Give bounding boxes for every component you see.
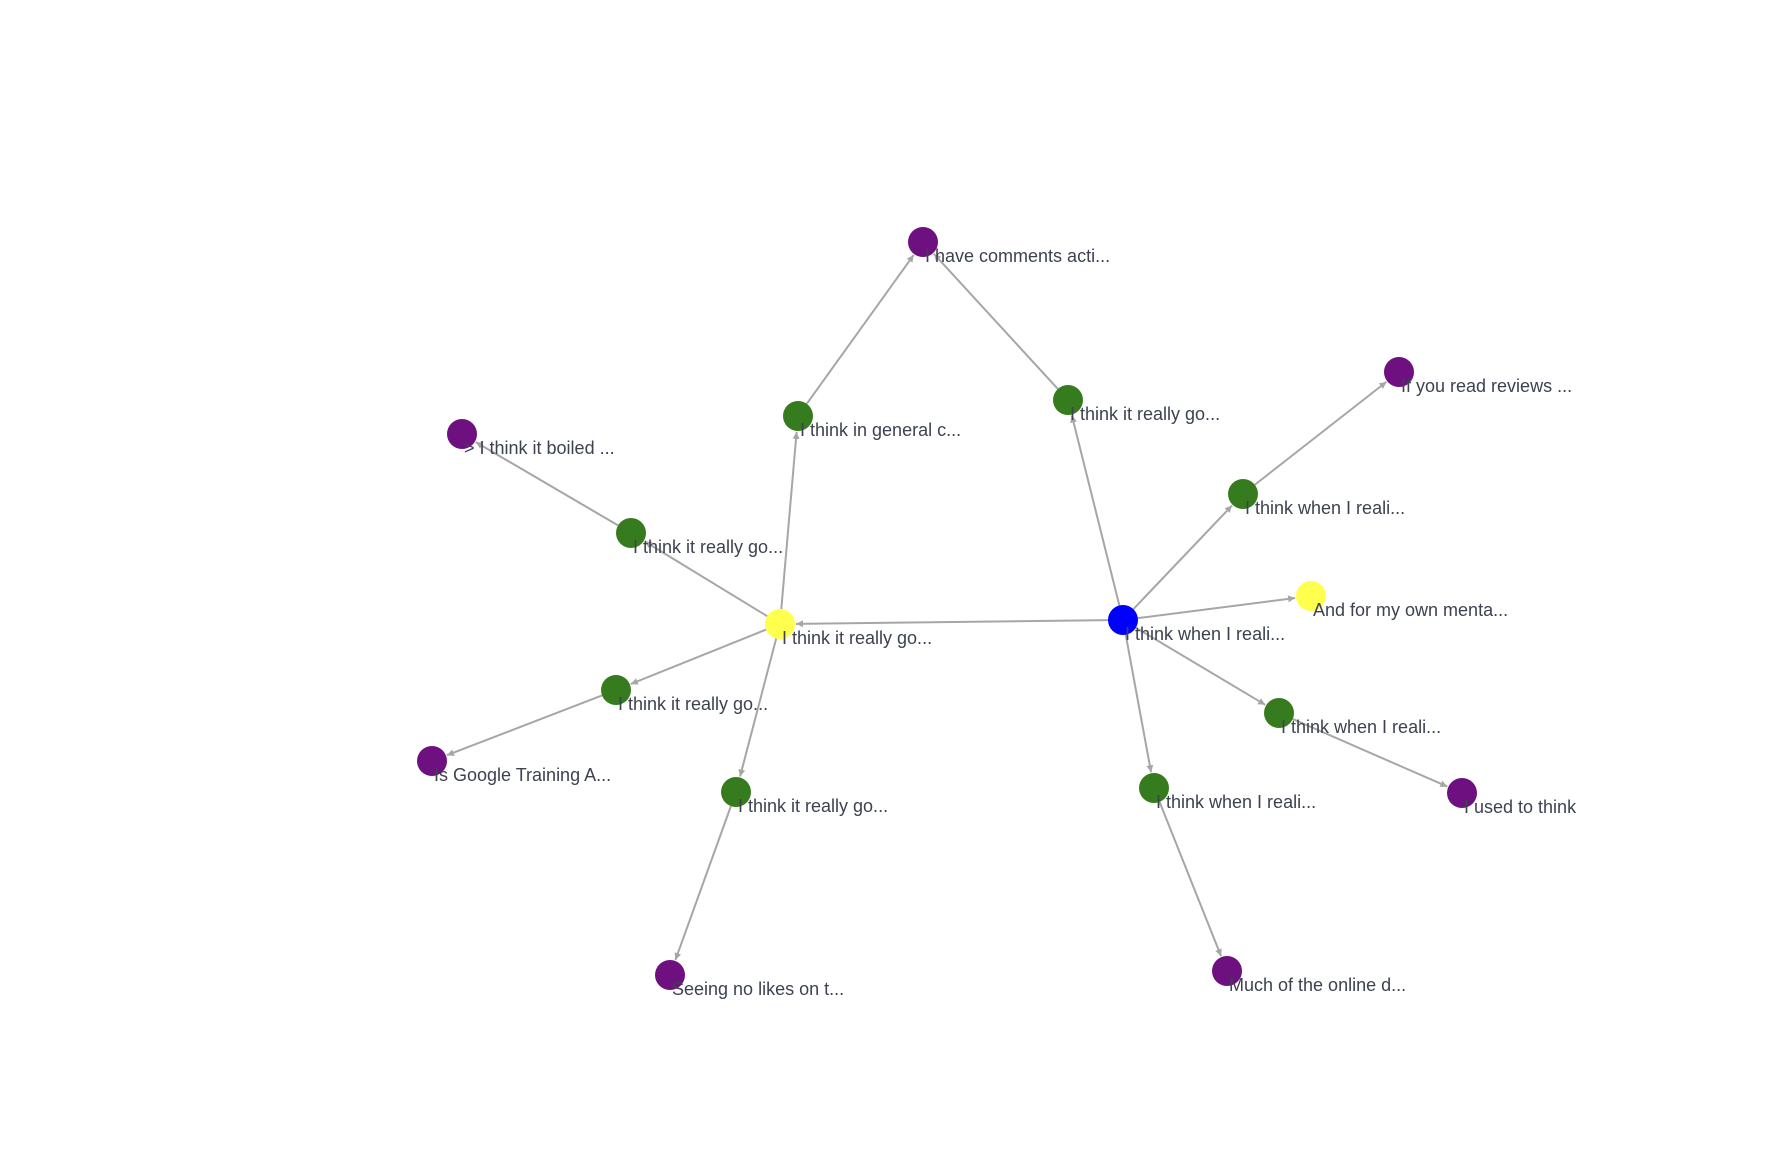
graph-node-n16[interactable]: Seeing no likes on t...	[655, 960, 844, 999]
edge-n3-to-n11	[933, 253, 1059, 390]
leaf-node-circle[interactable]	[1447, 778, 1477, 808]
branch-node-circle[interactable]	[783, 401, 813, 431]
node-label: I think when I reali...	[1125, 624, 1285, 644]
leaf-node-circle[interactable]	[417, 746, 447, 776]
edge-n5-to-n15	[1292, 718, 1448, 788]
leaf-node-circle[interactable]	[1384, 357, 1414, 387]
graph-node-n10[interactable]: I think it really go...	[721, 777, 888, 816]
node-label: Is Google Training A...	[434, 765, 611, 785]
node-label: I think it really go...	[782, 628, 932, 648]
edge-n9-to-n14	[446, 694, 603, 757]
graph-node-n4[interactable]: I think when I reali...	[1228, 479, 1405, 518]
hub-node-circle[interactable]	[1296, 581, 1326, 611]
edge-n0-to-n1	[795, 619, 1109, 628]
branch-node-circle[interactable]	[601, 675, 631, 705]
node-label: > I think it boiled ...	[464, 438, 615, 458]
node-label: I think when I reali...	[1281, 717, 1441, 737]
branch-node-circle[interactable]	[721, 777, 751, 807]
leaf-node-circle[interactable]	[655, 960, 685, 990]
edge-n0-to-n3	[1070, 415, 1121, 606]
leaf-node-circle[interactable]	[447, 419, 477, 449]
node-label: I think it really go...	[633, 537, 783, 557]
graph-node-n15[interactable]: I used to think	[1447, 778, 1577, 817]
node-label: Much of the online d...	[1229, 975, 1406, 995]
node-label: I think in general c...	[800, 420, 961, 440]
edge-n1-to-n9	[630, 628, 767, 685]
node-label: I used to think	[1464, 797, 1577, 817]
edge-n7-to-n11	[805, 254, 915, 405]
edge-n4-to-n12	[1254, 381, 1388, 486]
edges-layer	[446, 253, 1448, 961]
graph-node-n0[interactable]: I think when I reali...	[1108, 605, 1285, 644]
node-label: I think it really go...	[1070, 404, 1220, 424]
graph-node-n9[interactable]: I think it really go...	[601, 675, 768, 714]
node-label: I think when I reali...	[1156, 792, 1316, 812]
edge-n0-to-n5	[1135, 626, 1266, 706]
edge-n0-to-n2	[1137, 595, 1296, 620]
root-node-circle[interactable]	[1108, 605, 1138, 635]
graph-node-n8[interactable]: I think it really go...	[616, 518, 783, 557]
hub-node-circle[interactable]	[765, 609, 795, 639]
graph-node-n2[interactable]: And for my own menta...	[1296, 581, 1508, 620]
graph-node-n6[interactable]: I think when I reali...	[1139, 773, 1316, 812]
edge-n1-to-n10	[738, 638, 778, 777]
graph-node-n17[interactable]: Much of the online d...	[1212, 956, 1406, 995]
branch-node-circle[interactable]	[1228, 479, 1258, 509]
graph-node-n7[interactable]: I think in general c...	[783, 401, 961, 440]
node-label: And for my own menta...	[1313, 600, 1508, 620]
edge-n1-to-n8	[644, 540, 768, 618]
node-label: Seeing no likes on t...	[672, 979, 844, 999]
nodes-layer: I think when I reali... I think it really…	[417, 227, 1577, 999]
edge-n10-to-n16	[674, 805, 732, 961]
graph-node-n1[interactable]: I think it really go...	[765, 609, 932, 648]
branch-node-circle[interactable]	[616, 518, 646, 548]
node-label: I think it really go...	[738, 796, 888, 816]
node-label: If you read reviews ...	[1401, 376, 1572, 396]
leaf-node-circle[interactable]	[908, 227, 938, 257]
node-label: I think it really go...	[618, 694, 768, 714]
graph-node-n3[interactable]: I think it really go...	[1053, 385, 1220, 424]
leaf-node-circle[interactable]	[1212, 956, 1242, 986]
edge-n0-to-n4	[1132, 504, 1233, 610]
graph-node-n11[interactable]: I have comments acti...	[908, 227, 1110, 266]
branch-node-circle[interactable]	[1053, 385, 1083, 415]
graph-node-n5[interactable]: I think when I reali...	[1264, 698, 1441, 737]
node-label: I think when I reali...	[1245, 498, 1405, 518]
edge-n8-to-n13	[475, 441, 619, 527]
graph-node-n13[interactable]: > I think it boiled ...	[447, 419, 615, 458]
edge-n1-to-n7	[780, 431, 800, 610]
graph-node-n14[interactable]: Is Google Training A...	[417, 746, 611, 785]
branch-node-circle[interactable]	[1264, 698, 1294, 728]
edge-n6-to-n17	[1158, 801, 1223, 957]
edge-n0-to-n6	[1124, 634, 1154, 773]
graph-node-n12[interactable]: If you read reviews ...	[1384, 357, 1572, 396]
branch-node-circle[interactable]	[1139, 773, 1169, 803]
node-label: I have comments acti...	[925, 246, 1110, 266]
